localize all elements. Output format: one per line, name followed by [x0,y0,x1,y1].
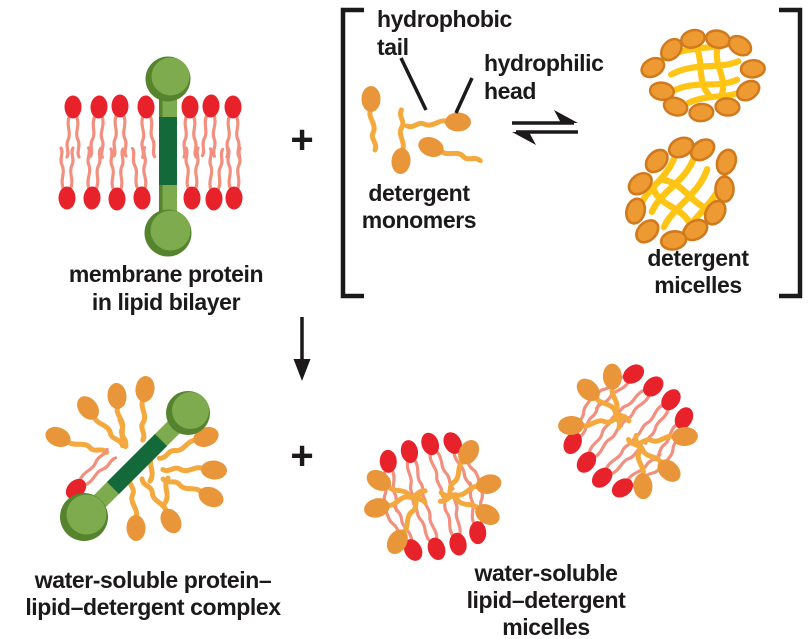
label-protein-lipid-detergent-complex: water-soluble protein– lipid–detergent c… [0,567,306,621]
lipid-detergent-micelles-illustration [349,336,723,577]
hydrophilic-head-leader-line [454,77,474,114]
label-line: lipid–detergent [466,587,626,613]
label-line: detergent [647,245,749,271]
label-membrane-protein: membrane protein in lipid bilayer [36,260,296,316]
label-line: detergent [368,180,470,206]
label-hydrophilic-head: hydrophilic head [484,49,604,105]
label-line: lipid–detergent complex [25,594,281,620]
hydrophobic-tail-leader-line [399,57,428,111]
label-detergent-micelles: detergent micelles [610,245,786,299]
label-hydrophobic-tail: hydrophobic tail [377,5,512,61]
label-line: membrane protein [68,261,264,287]
plus-operator-top: + [290,118,314,162]
label-leader-lines [399,57,474,114]
down-arrow-icon [293,317,311,381]
label-lipid-detergent-micelles: water-soluble lipid–detergent micelles [420,560,672,639]
right-bracket [779,7,803,299]
label-line: water-soluble protein– [34,567,272,593]
membrane-bilayer-illustration [56,56,245,257]
label-line: water-soluble [474,560,618,586]
left-bracket [340,7,364,299]
plus-operator-bottom: + [290,434,314,478]
protein-lipid-detergent-complex-illustration [42,375,227,541]
label-detergent-monomers: detergent monomers [338,180,500,234]
detergent-micelles-illustration [602,19,771,274]
label-line: in lipid bilayer [91,289,241,315]
label-line: micelles [654,272,742,298]
label-line: micelles [502,614,590,639]
label-line: tail [377,34,409,60]
equilibrium-arrows-icon [512,110,578,145]
label-line: head [484,78,537,104]
label-line: hydrophobic [377,6,512,32]
label-line: monomers [361,207,477,233]
label-line: hydrophilic [484,50,604,76]
